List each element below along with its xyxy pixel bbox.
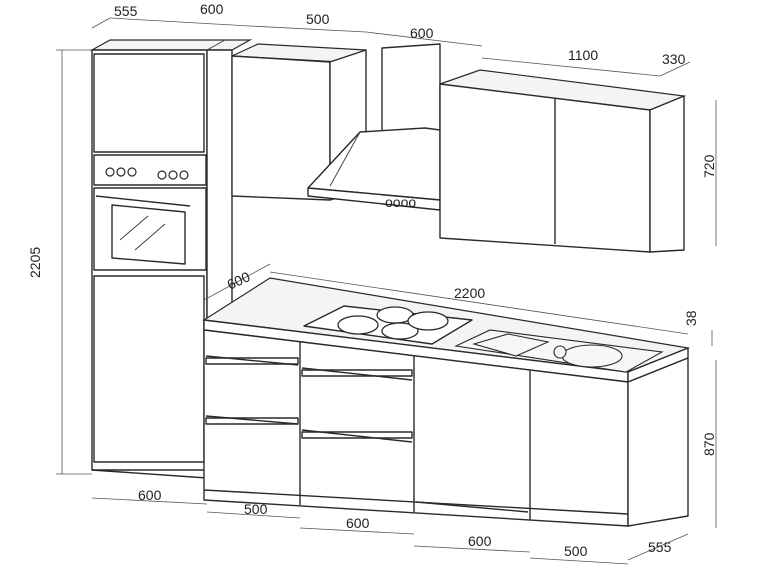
svg-text:oooo: oooo: [385, 194, 416, 210]
dim-wall-height: 720: [701, 154, 717, 178]
dim-base-height: 870: [701, 432, 717, 456]
dim-tall-width: 600: [200, 1, 224, 17]
range-hood: oooo: [307, 43, 441, 211]
dim-total-height: 2205: [27, 247, 43, 278]
tall-cabinet: [89, 39, 253, 479]
oven-knob-icon: [179, 170, 189, 180]
dim-bottom-drawer1: 500: [244, 501, 268, 517]
dimension-lines: [56, 17, 717, 565]
dim-bottom-dishwasher: 600: [468, 533, 492, 549]
oven-window: [111, 204, 186, 265]
dim-counter-length: 2200: [454, 285, 485, 301]
dimension-labels: 555 600 500 600 1100 330 720 2205 600 22…: [27, 1, 717, 559]
dim-wall-depth: 330: [662, 51, 686, 67]
base-cabinets: [203, 329, 689, 527]
dim-bottom-drawer2: 600: [346, 515, 370, 531]
dim-tall-depth: 555: [114, 3, 138, 19]
oven-knob-icon: [127, 167, 137, 177]
oven-knob-icon: [116, 167, 126, 177]
dim-counter-thickness: 38: [683, 310, 699, 326]
oven-knob-icon: [168, 170, 178, 180]
dim-bottom-depth: 555: [648, 539, 672, 555]
dim-bottom-sink: 500: [564, 543, 588, 559]
dim-wall-width: 500: [306, 11, 330, 27]
dim-wall-double-width: 1100: [568, 47, 598, 63]
dim-bottom-tall: 600: [138, 487, 162, 503]
wall-cabinet-double: [439, 69, 687, 253]
oven-knob-icon: [105, 167, 115, 177]
oven-knob-icon: [157, 170, 167, 180]
countertop: [202, 277, 691, 383]
dim-hood-width: 600: [410, 25, 434, 41]
wall-cabinet-single: [231, 43, 367, 201]
